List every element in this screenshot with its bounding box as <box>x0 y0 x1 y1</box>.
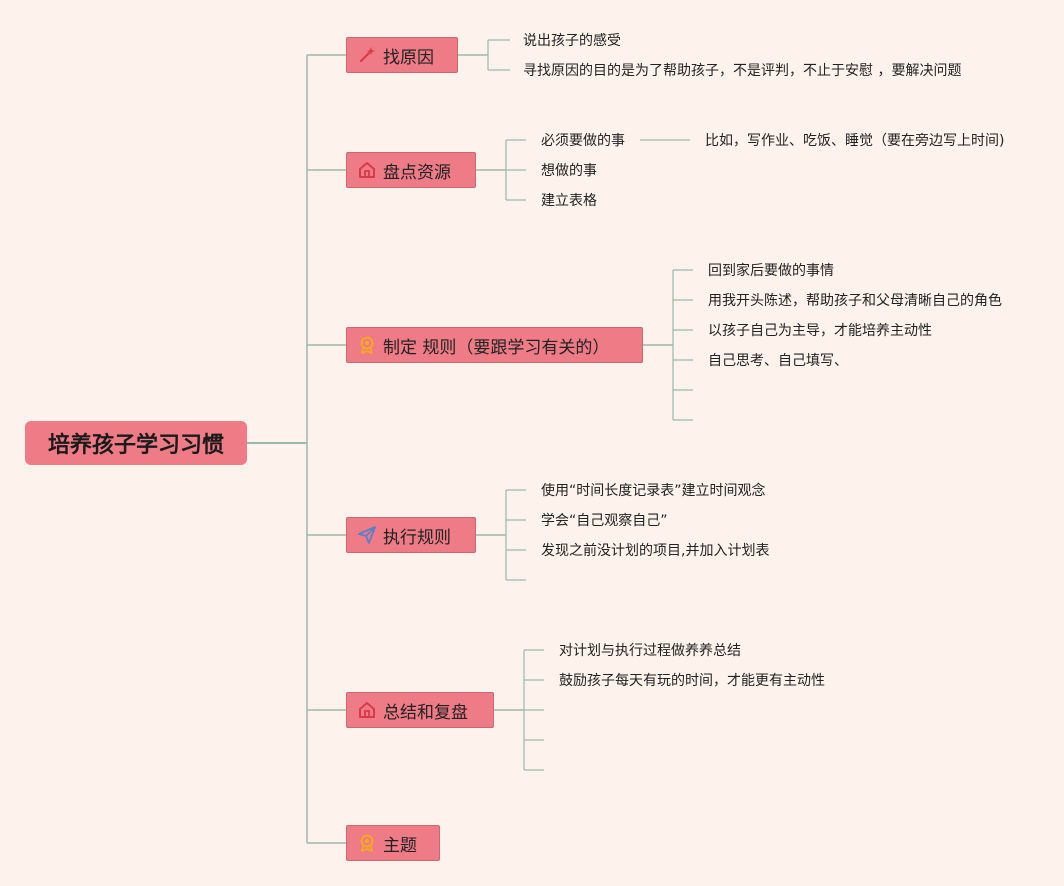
branch-inventory-resources[interactable]: 盘点资源 <box>346 152 476 188</box>
leaf-topic[interactable]: 回到家后要做的事情 <box>708 263 834 279</box>
leaf-topic[interactable]: 说出孩子的感受 <box>523 33 621 49</box>
paper-plane-icon <box>357 525 377 545</box>
leaf-topic[interactable]: 发现之前没计划的项目,并加入计划表 <box>541 543 770 559</box>
leaf-topic[interactable]: 建立表格 <box>541 193 597 209</box>
branch-make-rules[interactable]: 制定 规则（要跟学习有关的） <box>346 327 643 363</box>
leaf-topic[interactable]: 寻找原因的目的是为了帮助孩子，不是评判，不止于安慰 ，要解决问题 <box>523 63 962 79</box>
branch-label: 找原因 <box>383 47 434 68</box>
leaf-topic[interactable]: 学会“自己观察自己” <box>541 513 668 529</box>
branch-execute-rules[interactable]: 执行规则 <box>346 517 476 553</box>
award-icon <box>357 833 377 853</box>
leaf-topic[interactable]: 用我开头陈述，帮助孩子和父母清晰自己的角色 <box>708 293 1002 309</box>
leaf-topic[interactable]: 自己思考、自己填写、 <box>708 353 848 369</box>
branch-label: 执行规则 <box>383 527 451 548</box>
leaf-topic[interactable]: 想做的事 <box>541 163 597 179</box>
branch-label: 盘点资源 <box>383 162 451 183</box>
leaf-topic[interactable]: 以孩子自己为主导，才能培养主动性 <box>708 323 932 339</box>
branch-label: 制定 规则（要跟学习有关的） <box>383 337 610 358</box>
leaf-topic[interactable]: 对计划与执行过程做养养总结 <box>559 643 741 659</box>
root-topic-label: 培养孩子学习习惯 <box>47 433 224 458</box>
magic-wand-icon <box>357 45 377 65</box>
leaf-topic[interactable]: 使用“时间长度记录表”建立时间观念 <box>541 483 766 499</box>
leaf-topic[interactable]: 鼓励孩子每天有玩的时间，才能更有主动性 <box>559 673 825 689</box>
branch-label: 主题 <box>383 835 417 856</box>
award-icon <box>357 335 377 355</box>
root-topic[interactable]: 培养孩子学习习惯 <box>25 421 247 465</box>
leaf-subtopic[interactable]: 比如，写作业、吃饭、睡觉（要在旁边写上时间) <box>705 133 1005 149</box>
branch-label: 总结和复盘 <box>383 702 468 723</box>
branch-summary-review[interactable]: 总结和复盘 <box>346 692 494 728</box>
home-icon <box>357 700 377 720</box>
branch-topic[interactable]: 主题 <box>346 825 440 861</box>
leaf-topic[interactable]: 必须要做的事 <box>541 133 625 149</box>
branch-find-reason[interactable]: 找原因 <box>346 37 458 73</box>
home-icon <box>357 160 377 180</box>
